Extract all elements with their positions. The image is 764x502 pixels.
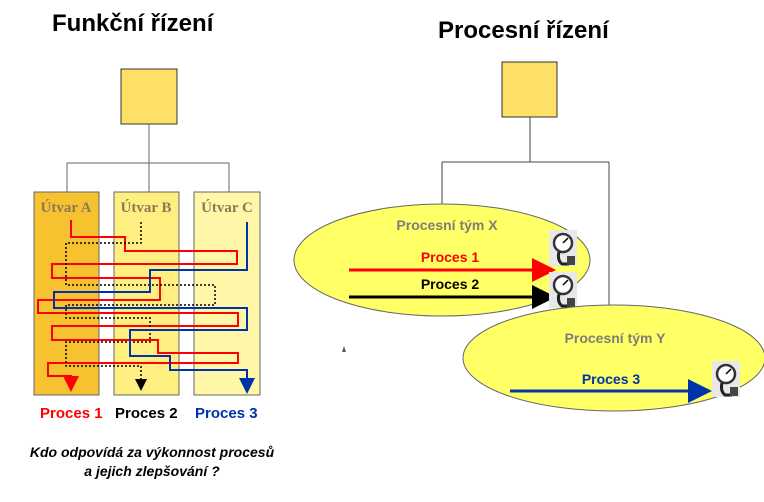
dept-c-label: Útvar C: [201, 199, 253, 216]
team-x-ellipse: [293, 203, 591, 317]
dept-c-column: [193, 191, 261, 396]
team-x-label: Procesní tým X: [396, 217, 498, 233]
right-head-box: [501, 61, 558, 118]
right-org-lines: [441, 117, 610, 318]
gauge-icon: [547, 270, 579, 310]
small-mark: [342, 346, 346, 352]
team-x-proces-1-label: Proces 1: [421, 249, 480, 265]
legend-proces-1: Proces 1: [40, 405, 103, 422]
question-line-2: a jejich zlepšování ?: [84, 463, 220, 479]
right-title: Procesní řízení: [438, 17, 610, 44]
question-line-1: Kdo odpovídá za výkonnost procesů: [30, 444, 275, 460]
gauge-icon: [710, 359, 742, 399]
process-1-flow: [37, 220, 239, 392]
left-title: Funkční řízení: [52, 10, 215, 37]
legend-proces-3: Proces 3: [195, 405, 258, 422]
dept-a-column: [33, 191, 100, 396]
process-2-flow: [65, 222, 216, 391]
process-3-flow: [53, 222, 255, 394]
team-x-proces-2-label: Proces 2: [421, 276, 480, 292]
dept-b-label: Útvar B: [121, 199, 172, 216]
gauge-icon: [547, 228, 579, 268]
legend-proces-2: Proces 2: [115, 405, 178, 422]
team-y-label: Procesní tým Y: [565, 330, 667, 346]
team-y-proces-3-label: Proces 3: [582, 371, 641, 387]
dept-b-column: [113, 191, 180, 396]
left-org-lines: [66, 124, 230, 192]
dept-a-label: Útvar A: [41, 199, 92, 216]
left-head-box: [120, 68, 178, 125]
